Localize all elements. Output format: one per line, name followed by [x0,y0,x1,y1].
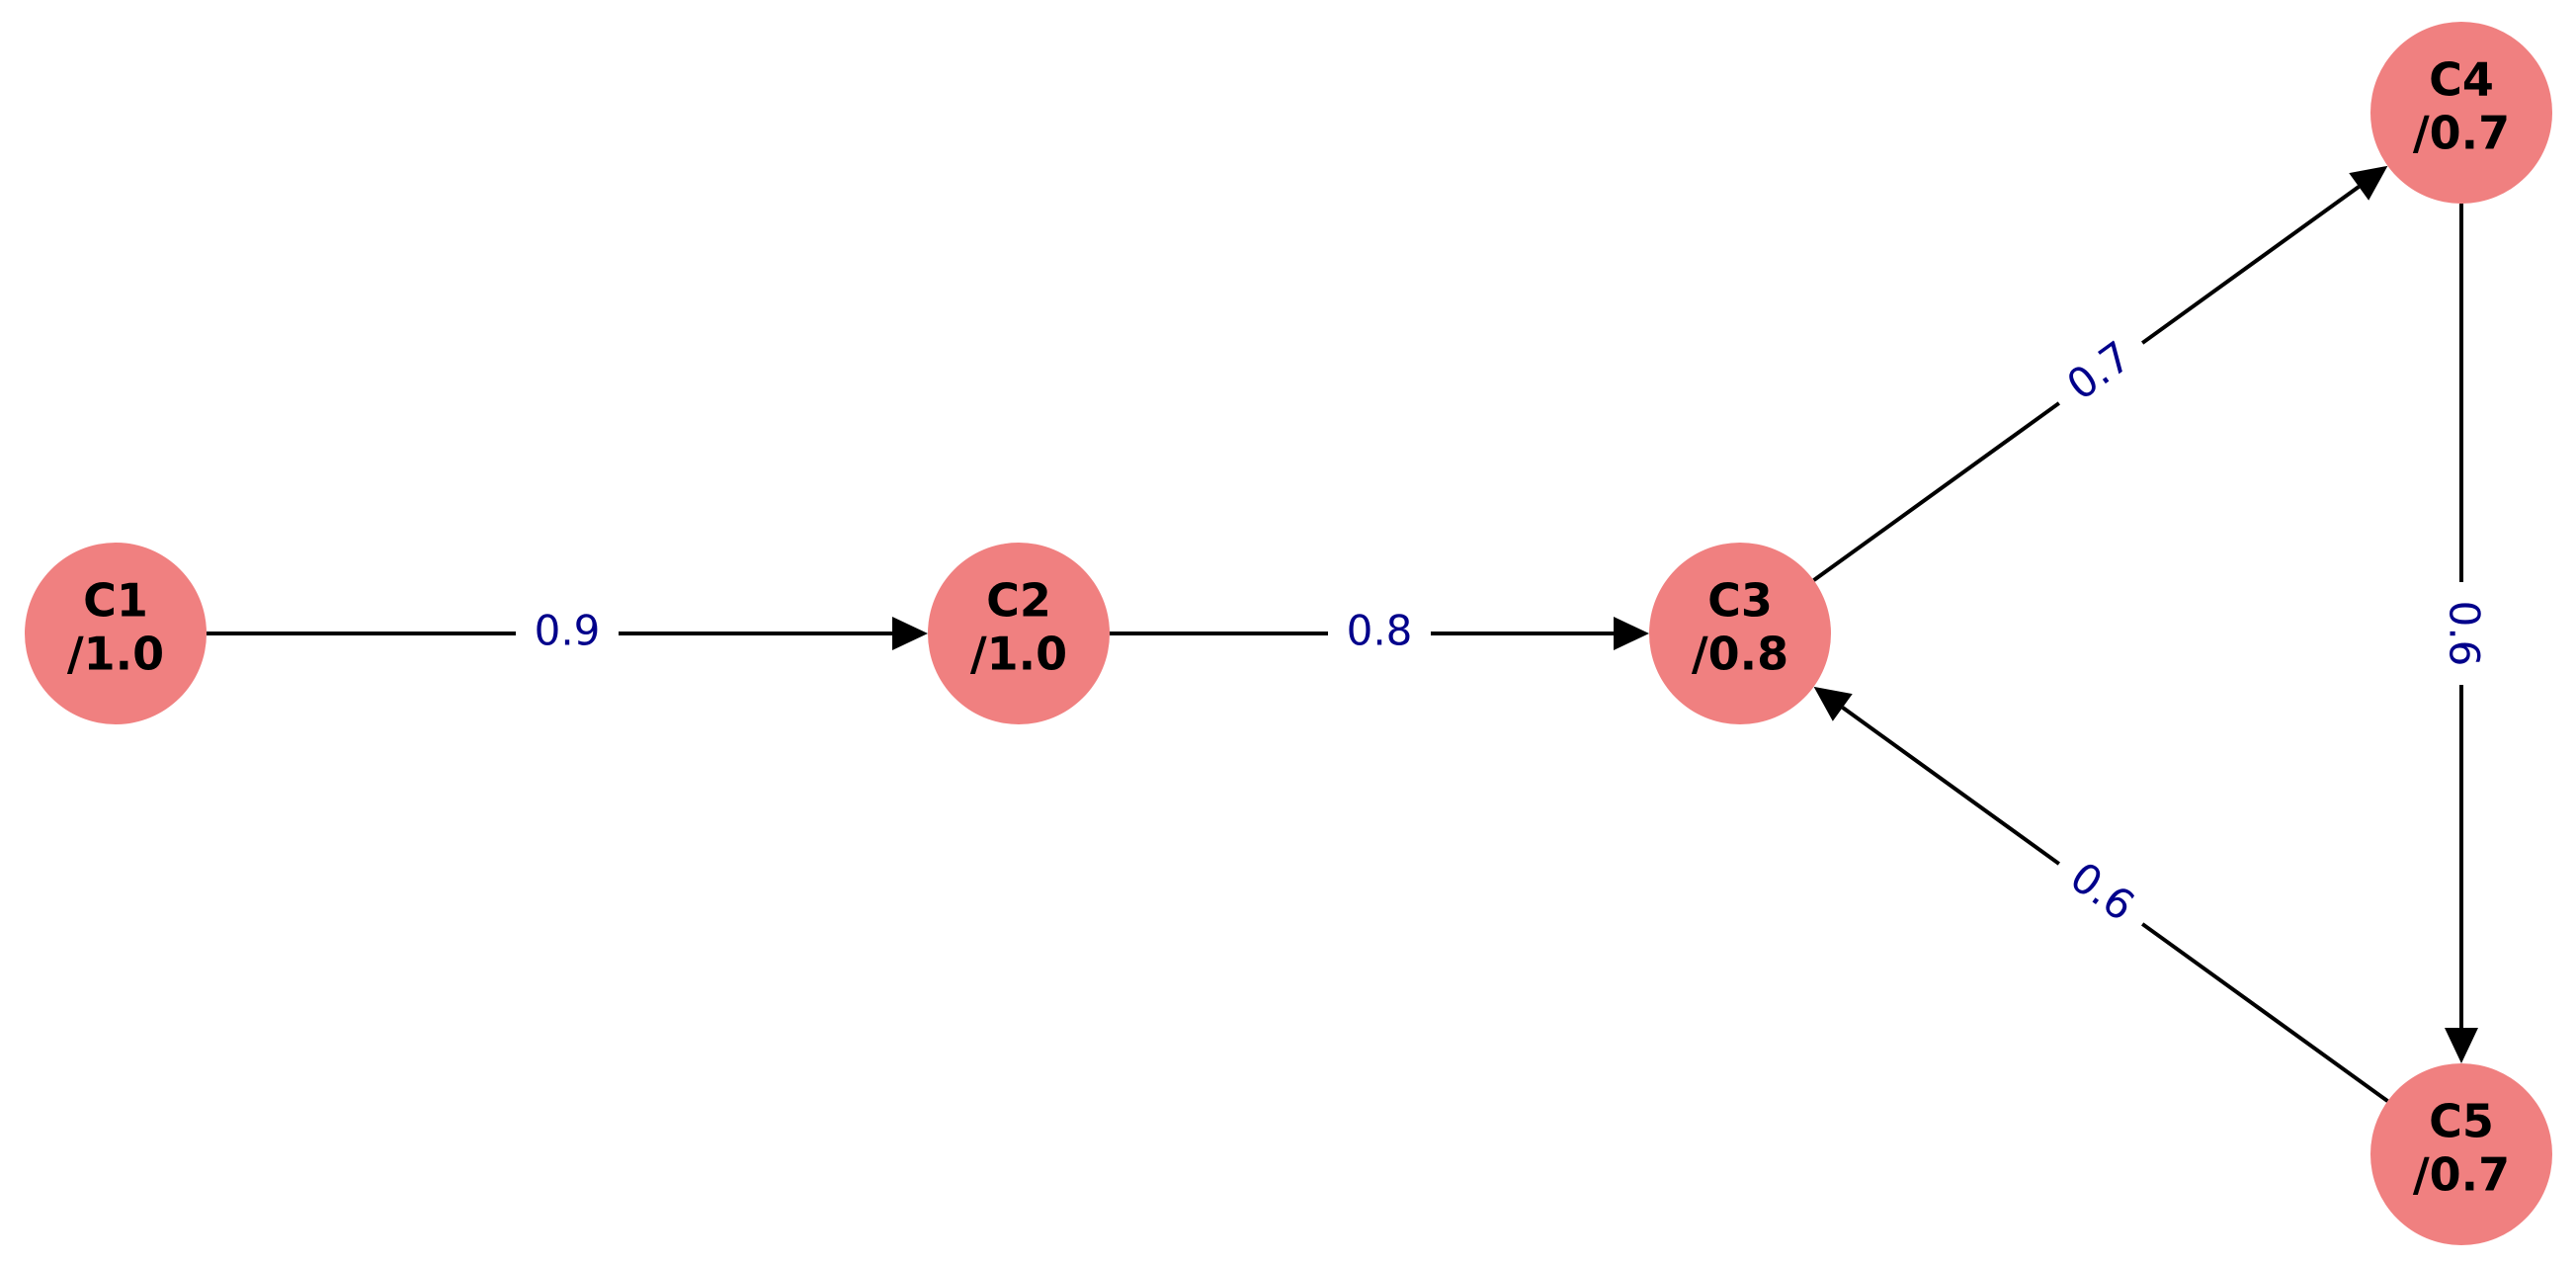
node-name-label: C1 [83,574,148,628]
arrowhead [2445,1028,2478,1063]
node-circle [2370,1063,2552,1245]
node-c4: C4/0.7 [2370,22,2552,204]
edge-weight-label: 0.7 [2058,332,2140,410]
node-circle [25,543,207,724]
edge-c1-c2: 0.9 [207,607,928,655]
node-circle [2370,22,2552,204]
node-name-label: C3 [1707,574,1773,628]
edge-line [1841,706,2061,866]
node-value-label: /1.0 [67,628,164,681]
node-name-label: C2 [986,574,1051,628]
node-value-label: /0.8 [1692,628,1788,681]
edge-weight-label: 0.9 [535,607,601,655]
nodes-layer: C1/1.0C2/1.0C3/0.8C4/0.7C5/0.7 [25,22,2552,1245]
node-c1: C1/1.0 [25,543,207,724]
edge-line [1812,401,2061,582]
node-c3: C3/0.8 [1649,543,1831,724]
node-value-label: /1.0 [970,628,1067,681]
arrowhead [892,617,928,650]
edge-weight-label: 0.6 [2441,601,2489,667]
edge-c4-c5: 0.6 [2441,204,2489,1063]
node-circle [1649,543,1831,724]
arrowhead [1813,686,1853,721]
edge-c2-c3: 0.8 [1110,607,1649,655]
node-name-label: C5 [2429,1095,2494,1148]
edges-layer: 0.9 0.8 0.7 0.6 0.6 [207,165,2489,1103]
edge-line [2140,922,2389,1103]
node-value-label: /0.7 [2413,1148,2510,1202]
node-value-label: /0.7 [2413,107,2510,160]
edge-line [2140,185,2361,345]
arrowhead [1614,617,1649,650]
edge-c3-c4: 0.7 [1812,165,2388,582]
edge-c5-c3: 0.6 [1813,686,2389,1103]
node-c2: C2/1.0 [928,543,1110,724]
node-name-label: C4 [2429,53,2494,107]
edge-weight-label: 0.8 [1347,607,1413,655]
node-c5: C5/0.7 [2370,1063,2552,1245]
node-circle [928,543,1110,724]
arrowhead [2349,165,2388,201]
edge-weight-label: 0.6 [2061,853,2143,931]
